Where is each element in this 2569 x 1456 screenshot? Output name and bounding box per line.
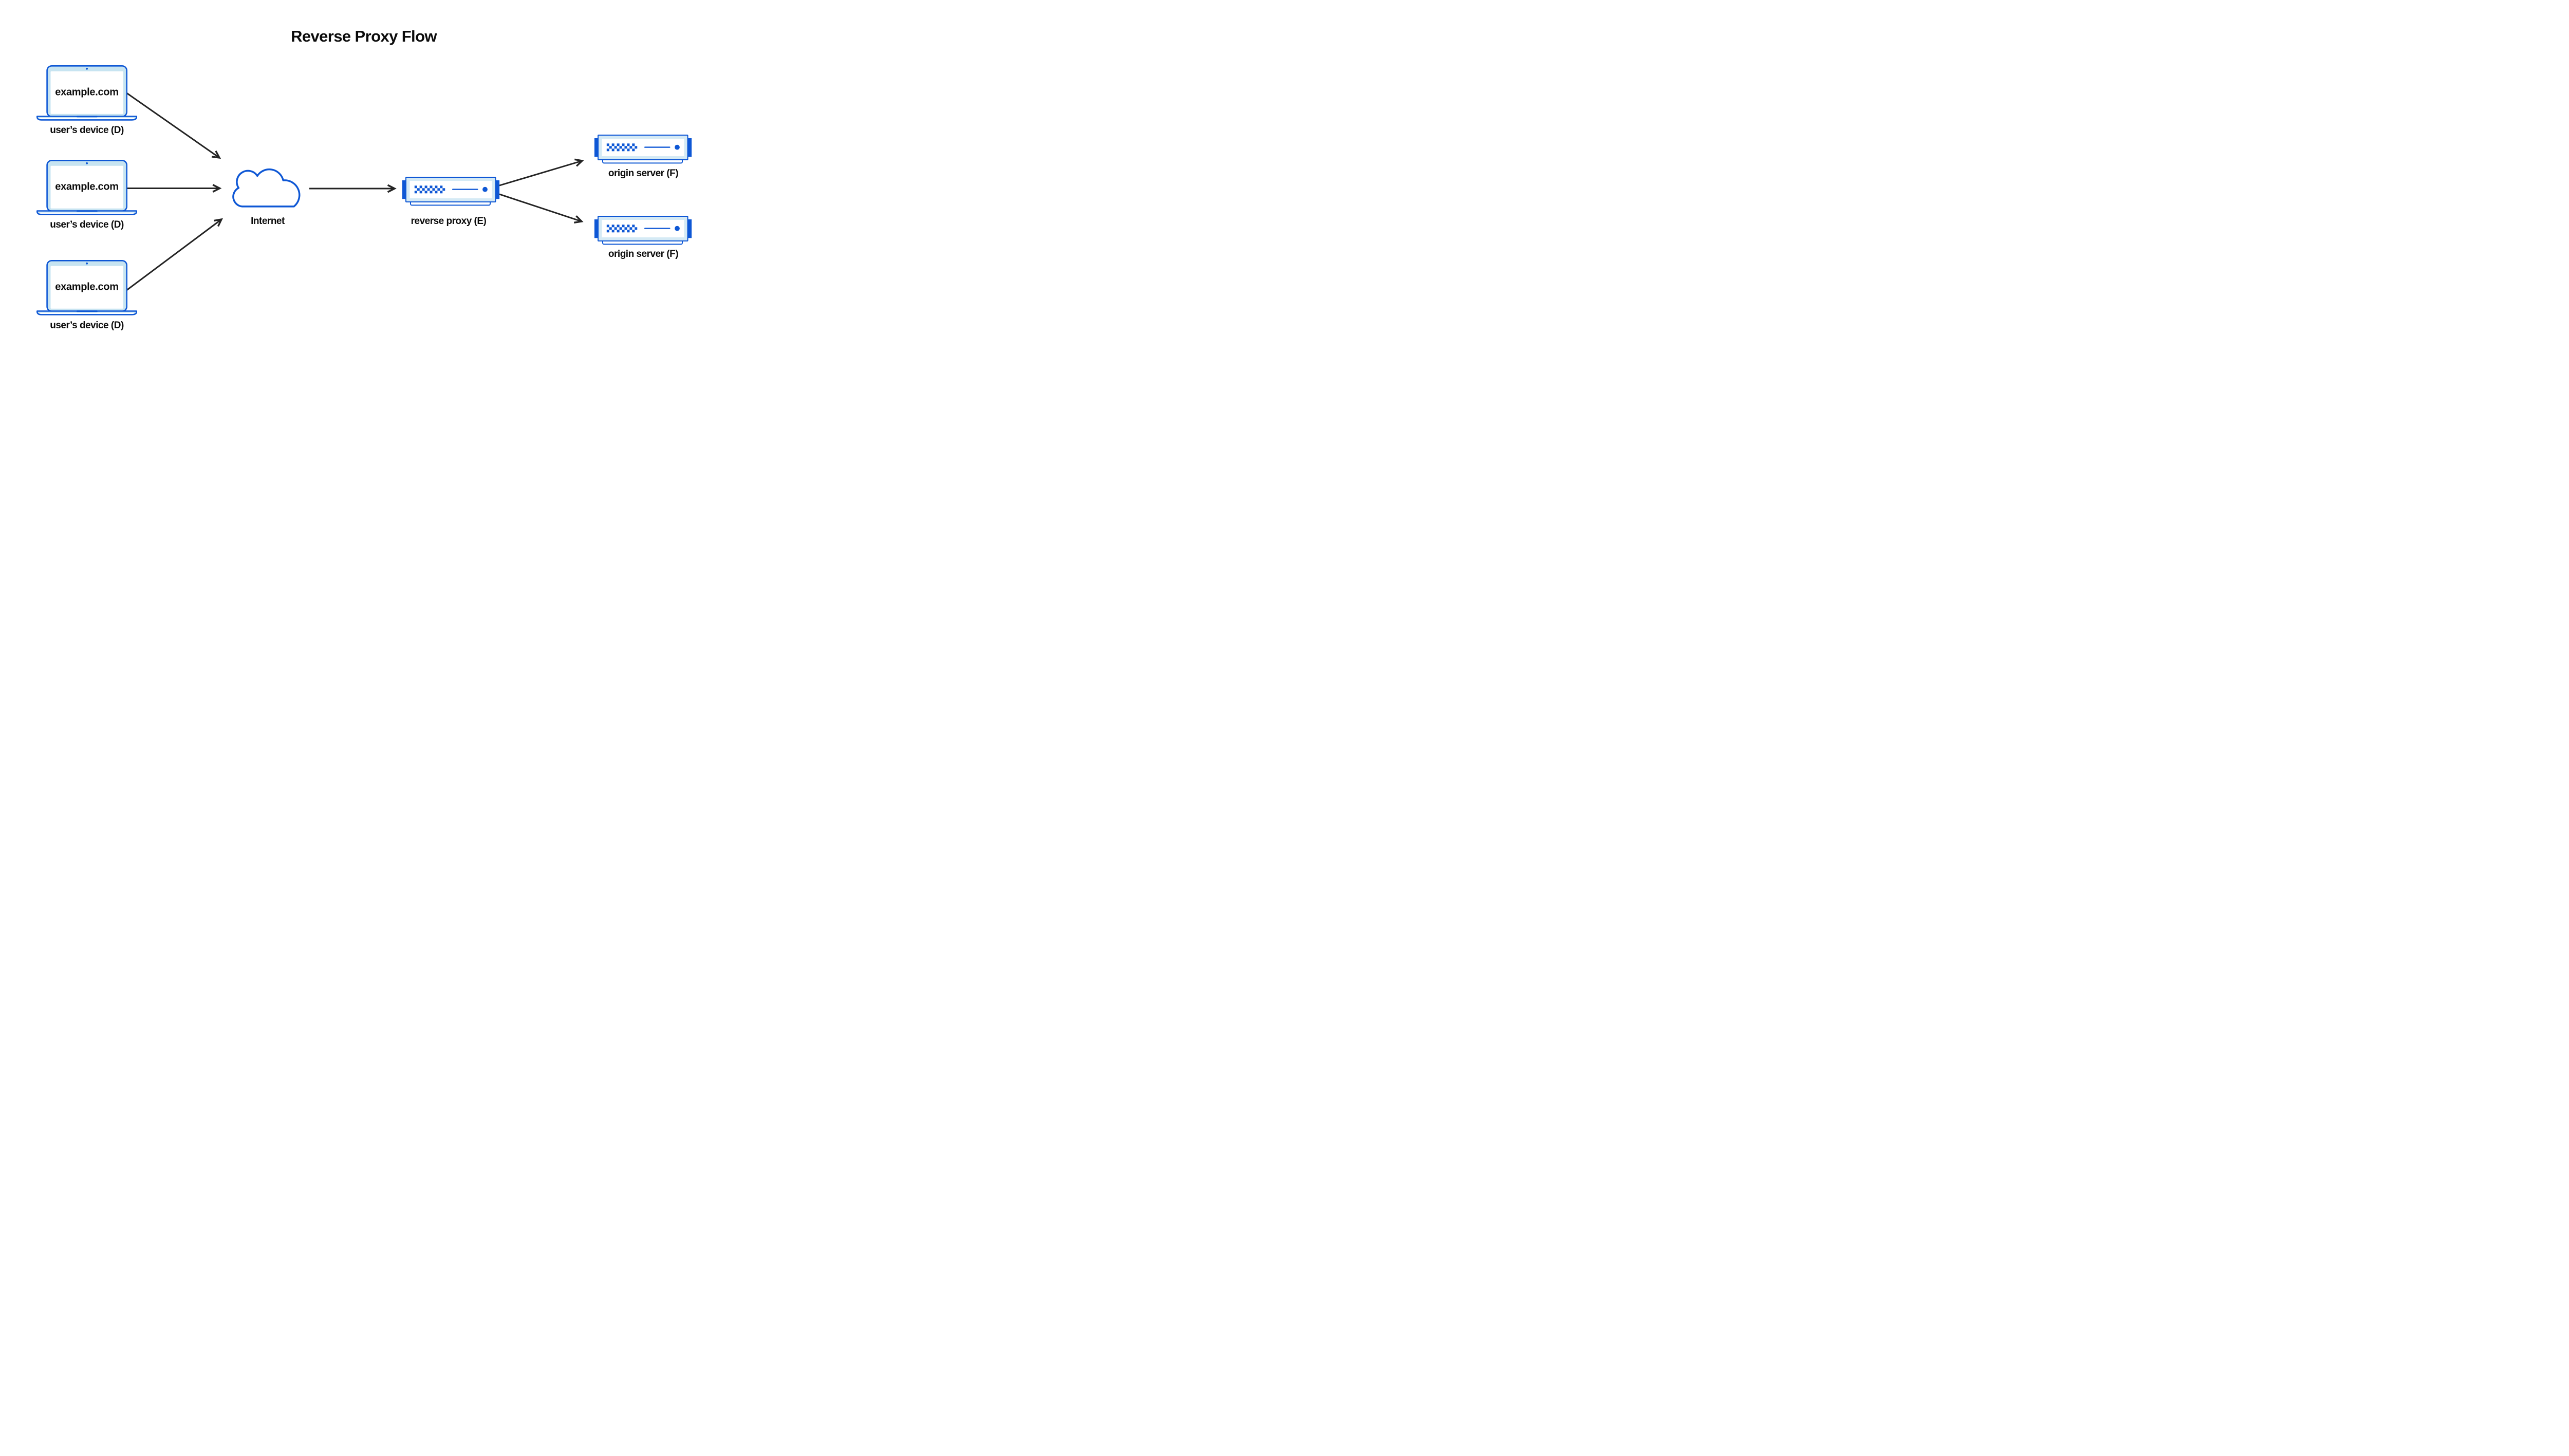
- laptop-icon: [36, 160, 137, 215]
- laptop-icon: [36, 65, 137, 121]
- webcam-dot: [86, 162, 88, 164]
- reverse-proxy-node: [402, 177, 500, 206]
- device-node-2: example.com: [36, 160, 137, 215]
- device-label-1: user’s device (D): [50, 125, 124, 136]
- device-screen-text: example.com: [55, 281, 119, 293]
- arrow-proxy-to-origin1: [499, 160, 583, 186]
- server-slot-line: [644, 146, 671, 148]
- arrow-device3-to-internet: [125, 218, 222, 292]
- device-screen-text: example.com: [55, 181, 119, 193]
- webcam-dot: [86, 67, 88, 70]
- server-side-tab: [402, 180, 406, 199]
- laptop-icon: [36, 260, 137, 315]
- device-label-2: user’s device (D): [50, 219, 124, 230]
- server-power-dot: [675, 226, 680, 231]
- origin-server-node-2: [594, 216, 692, 245]
- origin-server-node-1: [594, 135, 692, 164]
- cloud-icon: [232, 169, 301, 208]
- server-side-tab: [594, 219, 599, 238]
- trackpad-notch: [76, 310, 98, 312]
- server-side-tab: [594, 138, 599, 157]
- server-icon: [594, 216, 692, 245]
- server-dot-grid: [606, 143, 638, 152]
- internet-label: Internet: [251, 216, 285, 227]
- arrow-proxy-to-origin2: [499, 193, 582, 222]
- server-side-tab: [495, 180, 500, 199]
- server-power-dot: [675, 144, 680, 150]
- trackpad-notch: [76, 210, 98, 212]
- internet-node: [230, 163, 301, 208]
- origin-server-label-1: origin server (F): [608, 168, 679, 179]
- server-slot-line: [452, 189, 478, 190]
- device-node-1: example.com: [36, 65, 137, 121]
- server-icon: [402, 177, 500, 206]
- server-power-dot: [482, 186, 488, 192]
- device-label-3: user’s device (D): [50, 320, 124, 331]
- device-node-3: example.com: [36, 260, 137, 315]
- server-dot-grid: [606, 225, 638, 233]
- reverse-proxy-label: reverse proxy (E): [411, 216, 487, 227]
- server-side-tab: [687, 138, 692, 157]
- webcam-dot: [86, 262, 88, 265]
- server-dot-grid: [414, 185, 445, 194]
- origin-server-label-2: origin server (F): [608, 249, 679, 259]
- page-title: Reverse Proxy Flow: [291, 27, 437, 45]
- diagram-canvas: Reverse Proxy Flow: [0, 0, 728, 364]
- server-side-tab: [687, 219, 692, 238]
- server-slot-line: [644, 228, 671, 229]
- server-icon: [594, 135, 692, 164]
- arrow-device1-to-internet: [125, 91, 220, 159]
- arrow-lines: [125, 91, 583, 292]
- device-screen-text: example.com: [55, 86, 119, 98]
- trackpad-notch: [76, 116, 98, 118]
